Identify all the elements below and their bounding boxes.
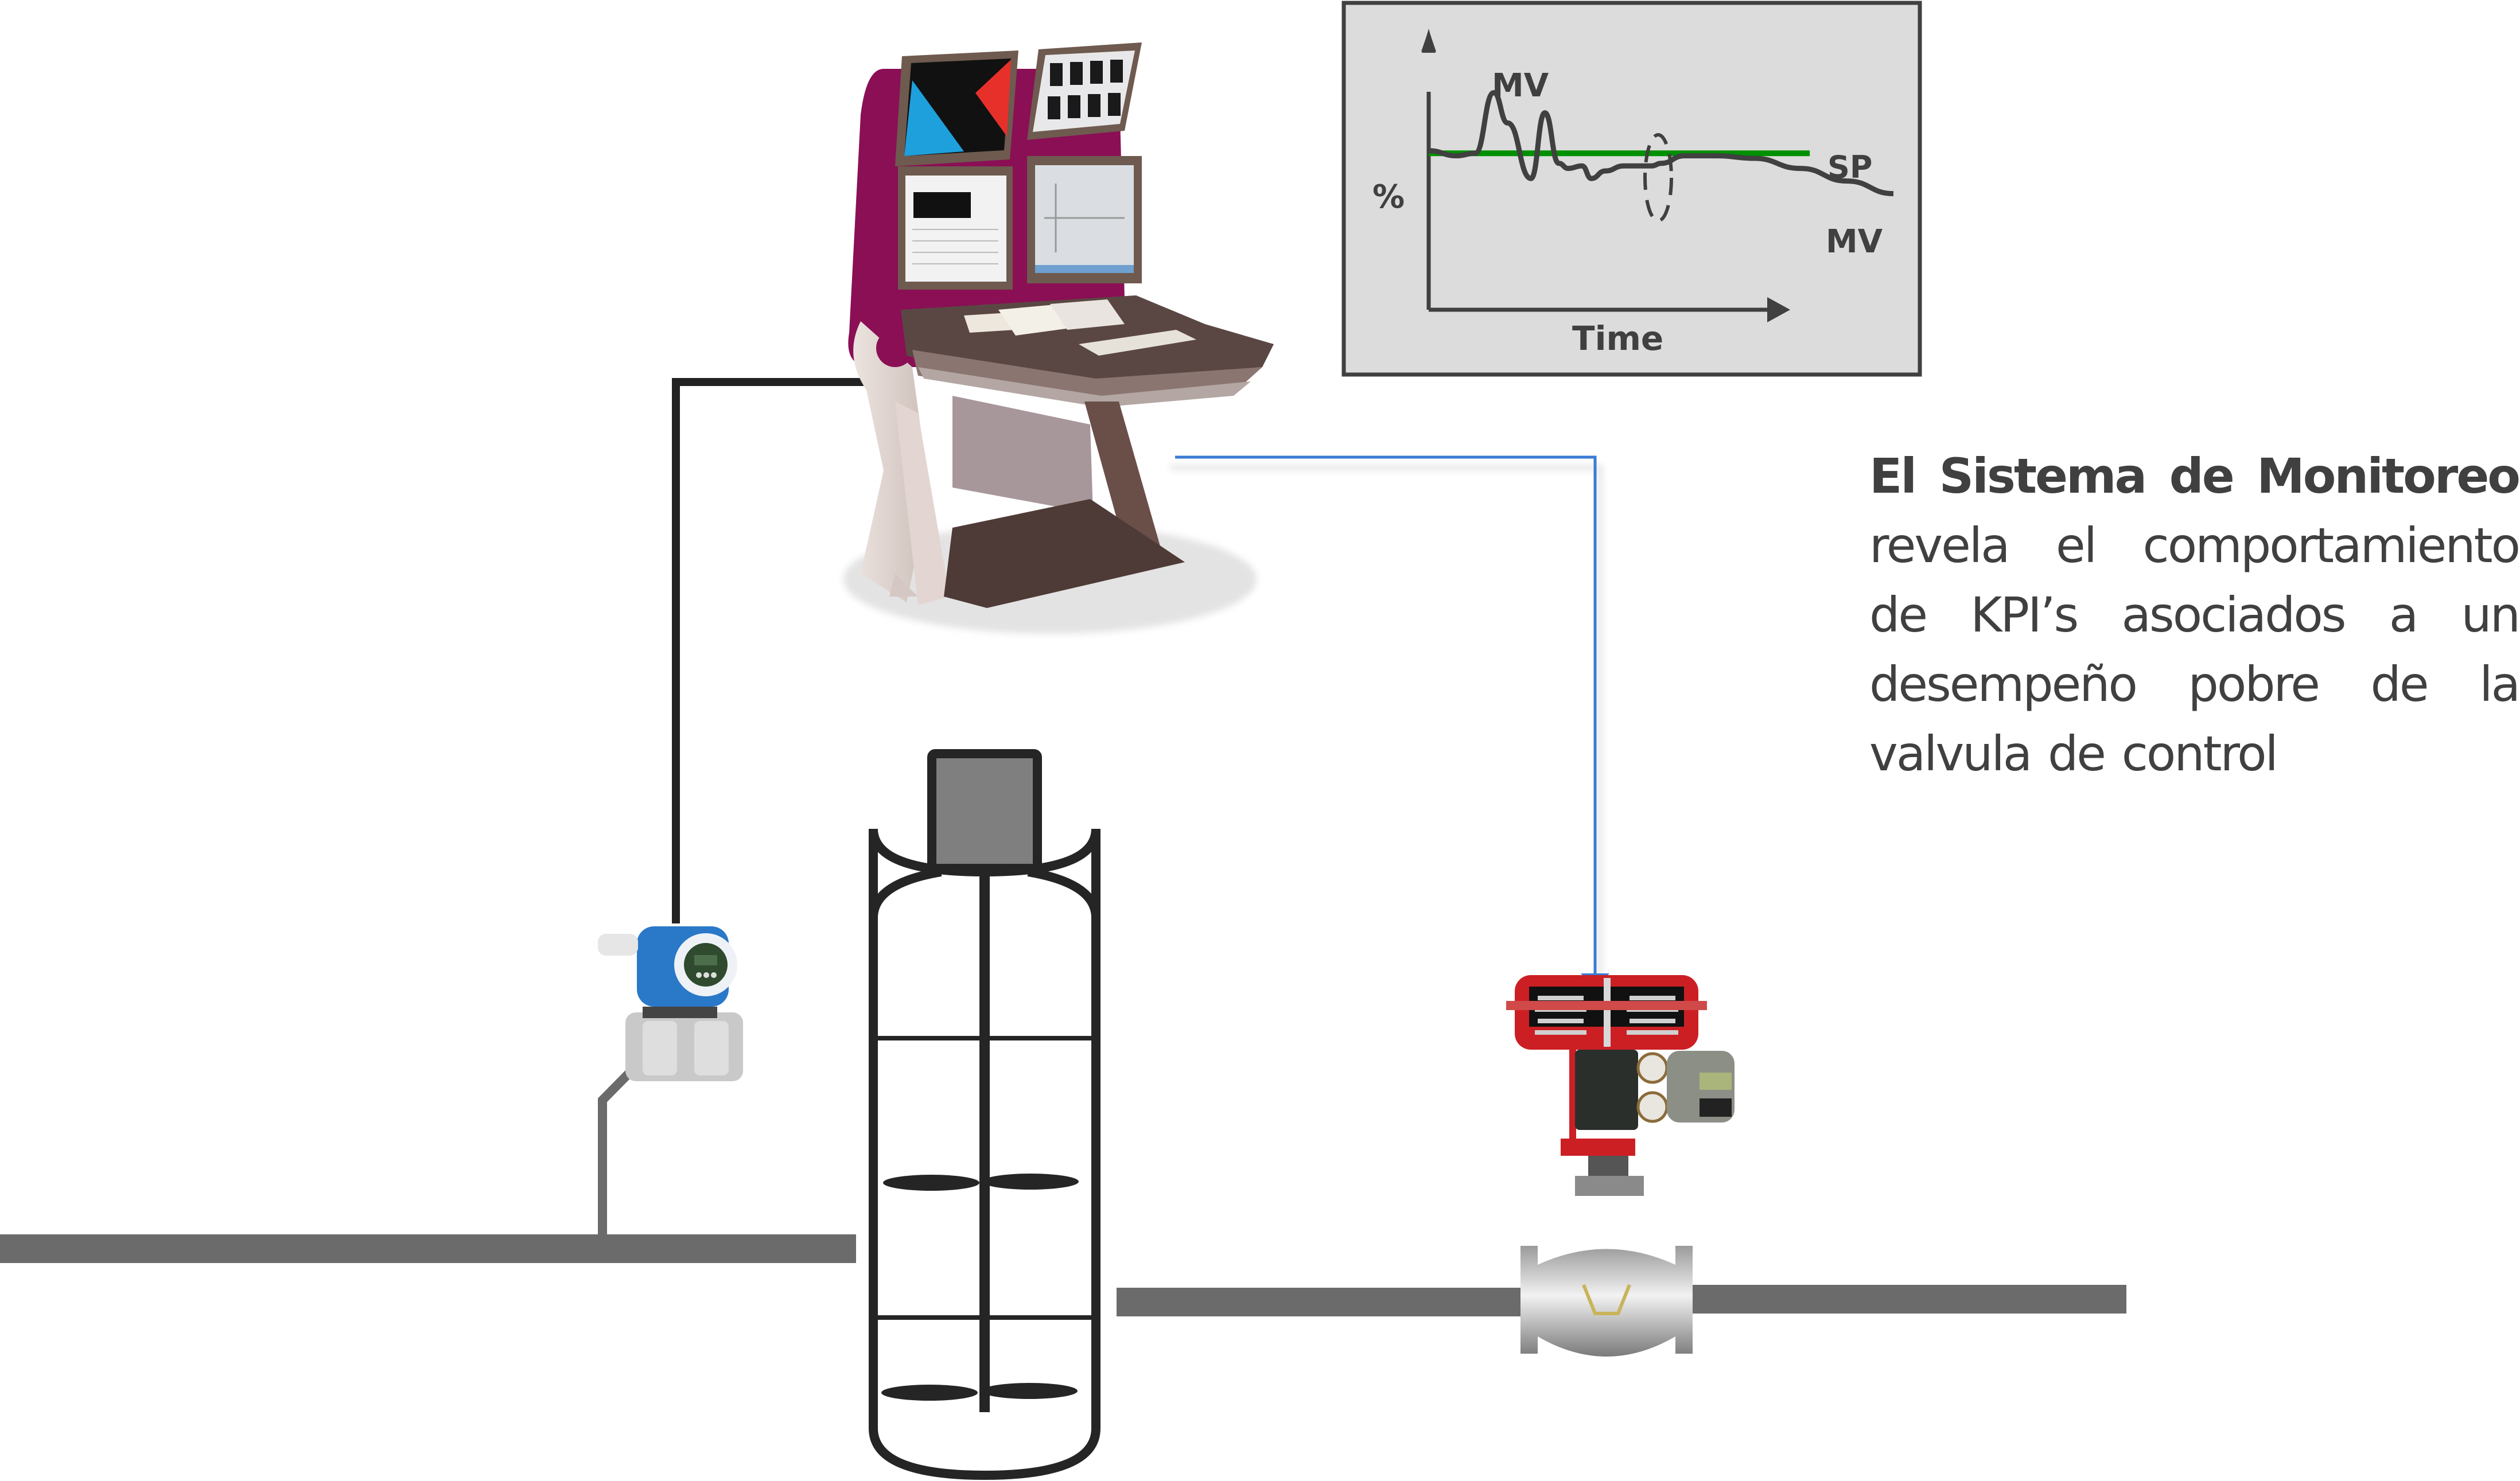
measurement-signal-line: [672, 367, 888, 923]
inlet-pipe: [0, 1234, 856, 1263]
console-monitor-bottom-right: [1027, 156, 1142, 283]
outlet-pipe-upstream: [1117, 1288, 1531, 1316]
monitoring-chart: MV SP MV % Time: [1341, 1, 1922, 377]
console-monitor-top-right: [1027, 42, 1142, 140]
explanation-caption: El Sistema de Monitoreo revela el compor…: [1869, 442, 2520, 789]
caption-lead: El Sistema de Monitoreo: [1869, 448, 2520, 504]
y-axis-label: %: [1372, 178, 1405, 216]
highlight-ellipse: [1643, 133, 1673, 223]
agitated-vessel: [869, 749, 1100, 1480]
x-axis-label: Time: [1572, 319, 1663, 358]
control-signal-line: [1170, 455, 1609, 1021]
impeller-blade: [981, 1383, 1078, 1399]
chart-series: [1428, 90, 1894, 197]
operator-console: [843, 42, 1274, 634]
chart-label-mv-top: MV: [1492, 67, 1549, 104]
outlet-pipe-downstream: [1686, 1285, 2126, 1314]
chart-panel: [1341, 1, 1922, 377]
impulse-line: [598, 1058, 644, 1236]
chart-label-sp: SP: [1827, 149, 1872, 185]
agitator-motor: [927, 749, 1042, 873]
console-monitor-top-left: [895, 50, 1018, 166]
series-line-mv: [1428, 90, 1894, 197]
console-monitor-bottom-left: [898, 166, 1013, 290]
pipes: [0, 1058, 2126, 1316]
impeller-blade: [883, 1175, 979, 1191]
impeller-blade: [982, 1174, 1079, 1190]
impeller-blade: [881, 1385, 978, 1401]
x-axis-arrow-icon: [1767, 297, 1790, 322]
pressure-transmitter: [598, 926, 743, 1081]
chart-label-mv-right: MV: [1826, 223, 1883, 260]
caption-body: revela el comportamiento de KPI’s asocia…: [1869, 517, 2520, 782]
control-valve: [1506, 975, 1735, 1357]
